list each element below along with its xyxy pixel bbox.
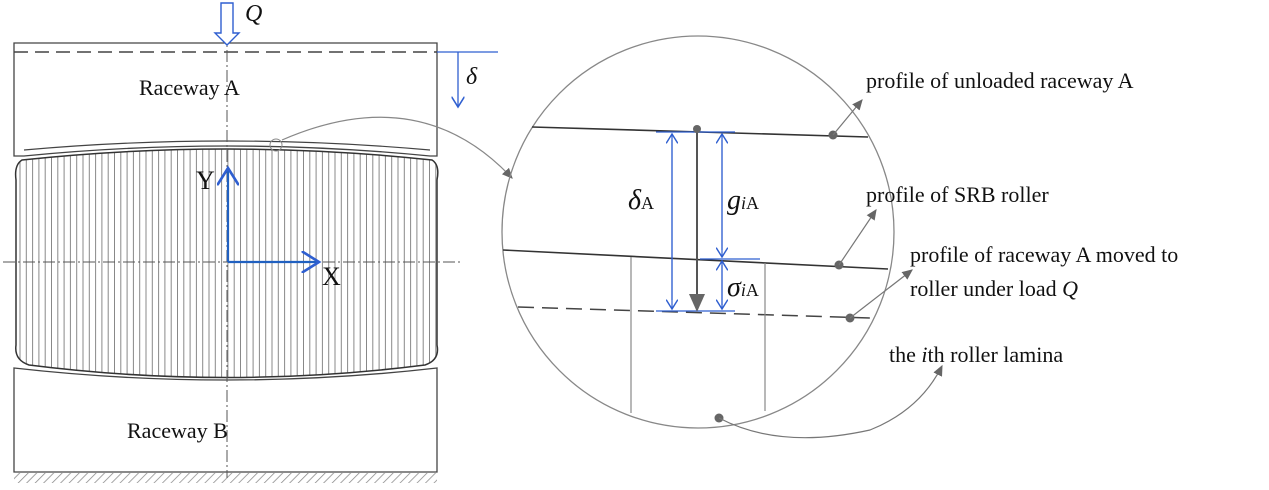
lamina-prefix: the xyxy=(889,342,922,367)
roller-profile xyxy=(502,249,889,270)
moved-raceway-profile xyxy=(517,306,871,319)
leader-moved xyxy=(849,269,913,319)
lamina-annotation: the ith roller lamina xyxy=(889,344,1063,366)
delta-subscript: A xyxy=(641,193,655,213)
lamina-suffix: th roller lamina xyxy=(927,342,1064,367)
moved-annotation-line1: profile of raceway A moved to xyxy=(910,242,1179,267)
zoom-marker xyxy=(269,138,283,152)
ground-hatch xyxy=(14,473,437,483)
gap-label: giA xyxy=(727,187,759,215)
unloaded-annotation: profile of unloaded raceway A xyxy=(866,68,1134,93)
load-label: Q xyxy=(245,1,263,27)
sigma-subscript-i: i xyxy=(740,280,746,300)
x-axis-label: X xyxy=(322,262,341,291)
leader-lamina xyxy=(718,364,943,439)
delta-a-label: δA xyxy=(628,187,654,215)
srb-roller xyxy=(14,148,439,379)
y-axis-label: Y xyxy=(196,166,215,195)
detail-circle xyxy=(501,35,895,429)
load-arrow-icon xyxy=(213,2,241,46)
zoom-connector-arrow xyxy=(281,116,513,179)
gap-symbol: g xyxy=(727,185,741,216)
sigma-label: σiA xyxy=(727,274,759,302)
lamina-i: i xyxy=(921,342,928,367)
leader-dots xyxy=(693,125,855,423)
moved-annotation-q: Q xyxy=(1062,276,1078,301)
leader-unloaded xyxy=(832,99,863,136)
displacement-label: δ xyxy=(466,64,478,90)
leader-roller xyxy=(838,209,877,266)
raceway-b-label: Raceway B xyxy=(127,418,228,443)
roller-annotation: profile of SRB roller xyxy=(866,182,1049,207)
dimension-lines xyxy=(656,131,760,312)
sigma-symbol: σ xyxy=(727,272,741,303)
gap-subscript-i: i xyxy=(741,193,747,213)
gap-subscript-a: A xyxy=(746,193,760,213)
moved-annotation-line2: roller under load Q xyxy=(910,278,1078,300)
moved-annotation-text: roller under load xyxy=(910,276,1063,301)
raceway-a-label: Raceway A xyxy=(139,75,240,100)
raceway-b xyxy=(13,367,438,483)
delta-symbol: δ xyxy=(628,185,642,216)
sigma-subscript-a: A xyxy=(745,280,759,300)
